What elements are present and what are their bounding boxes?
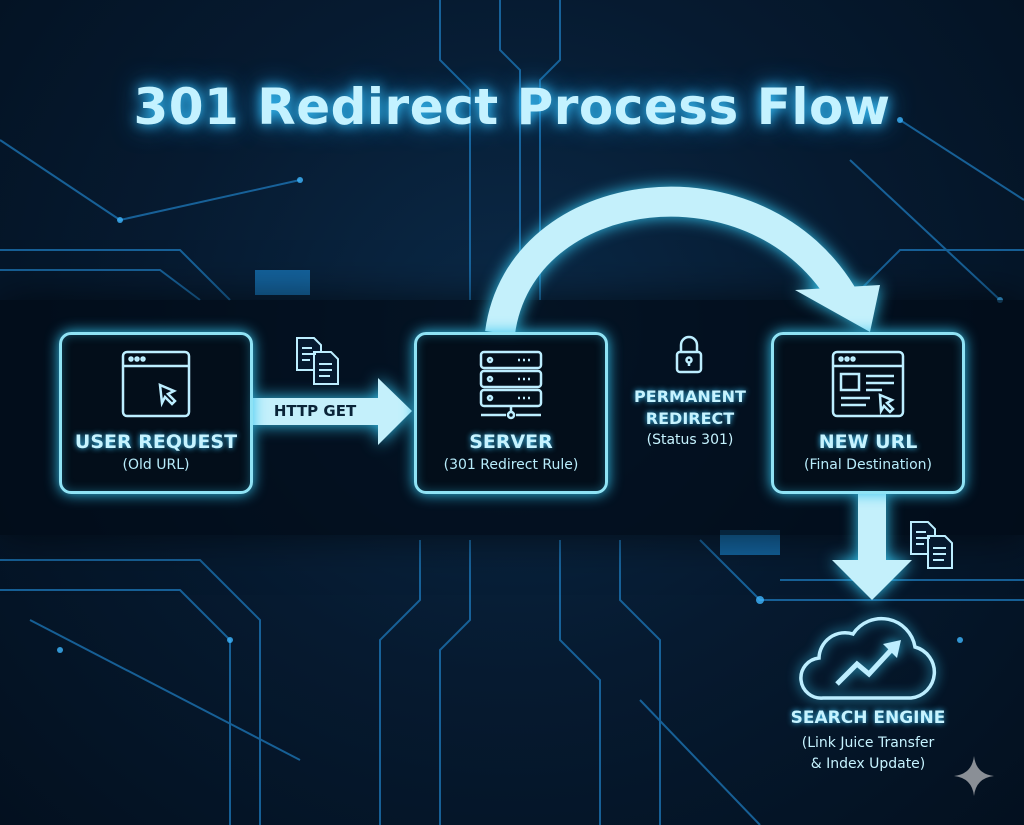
http-get-arrow bbox=[252, 378, 412, 445]
lock-icon bbox=[675, 335, 703, 374]
server-icon bbox=[479, 350, 543, 420]
node-label: USER REQUEST bbox=[74, 431, 238, 453]
node-server: SERVER (301 Redirect Rule) bbox=[414, 332, 608, 494]
permanent-redirect-label: PERMANENT REDIRECT bbox=[610, 386, 770, 430]
search-engine-sub1: (Link Juice Transfer bbox=[801, 735, 935, 751]
redirect-line1: PERMANENT bbox=[634, 387, 746, 406]
node-label: NEW URL bbox=[818, 431, 918, 453]
cloud-growth-icon bbox=[799, 616, 937, 700]
node-label: SERVER bbox=[469, 431, 553, 453]
down-arrow bbox=[832, 492, 912, 600]
browser-cursor-icon bbox=[121, 350, 191, 418]
node-sublabel: (301 Redirect Rule) bbox=[443, 457, 579, 473]
redirect-curved-arrow bbox=[485, 186, 859, 336]
redirect-arrow-head bbox=[795, 285, 880, 332]
search-engine-label: SEARCH ENGINE bbox=[790, 708, 946, 728]
documents-icon bbox=[910, 521, 953, 569]
search-engine-sublabel: (Link Juice Transfer & Index Update) bbox=[760, 733, 976, 775]
documents-icon bbox=[296, 337, 339, 385]
redirect-line2: REDIRECT bbox=[645, 409, 735, 428]
search-engine-sub2: & Index Update) bbox=[810, 756, 926, 772]
node-sublabel: (Old URL) bbox=[122, 457, 190, 473]
sparkle-icon bbox=[954, 756, 994, 796]
status-301-label: (Status 301) bbox=[646, 432, 734, 448]
page-title: 301 Redirect Process Flow bbox=[133, 78, 891, 136]
http-get-label: HTTP GET bbox=[273, 402, 357, 420]
node-user-request: USER REQUEST (Old URL) bbox=[59, 332, 253, 494]
node-sublabel: (Final Destination) bbox=[804, 457, 932, 473]
webpage-cursor-icon bbox=[831, 350, 905, 418]
node-new-url: NEW URL (Final Destination) bbox=[771, 332, 965, 494]
